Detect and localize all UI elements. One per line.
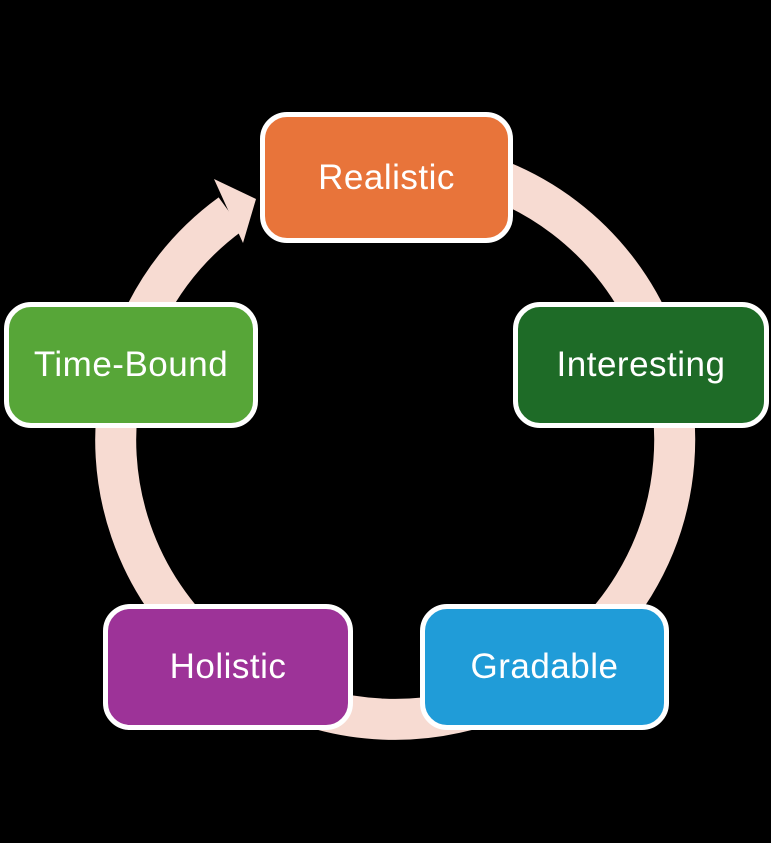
node-interesting: Interesting [513,302,769,428]
cycle-arrowhead-icon [214,179,256,243]
node-label: Gradable [470,647,619,686]
node-realistic: Realistic [260,112,513,243]
node-label: Realistic [318,157,455,197]
node-time-bound: Time-Bound [4,302,258,428]
node-label: Time-Bound [33,345,229,384]
node-label: Holistic [169,647,287,686]
node-gradable: Gradable [420,604,669,730]
node-label: Interesting [556,345,726,384]
node-holistic: Holistic [103,604,353,730]
